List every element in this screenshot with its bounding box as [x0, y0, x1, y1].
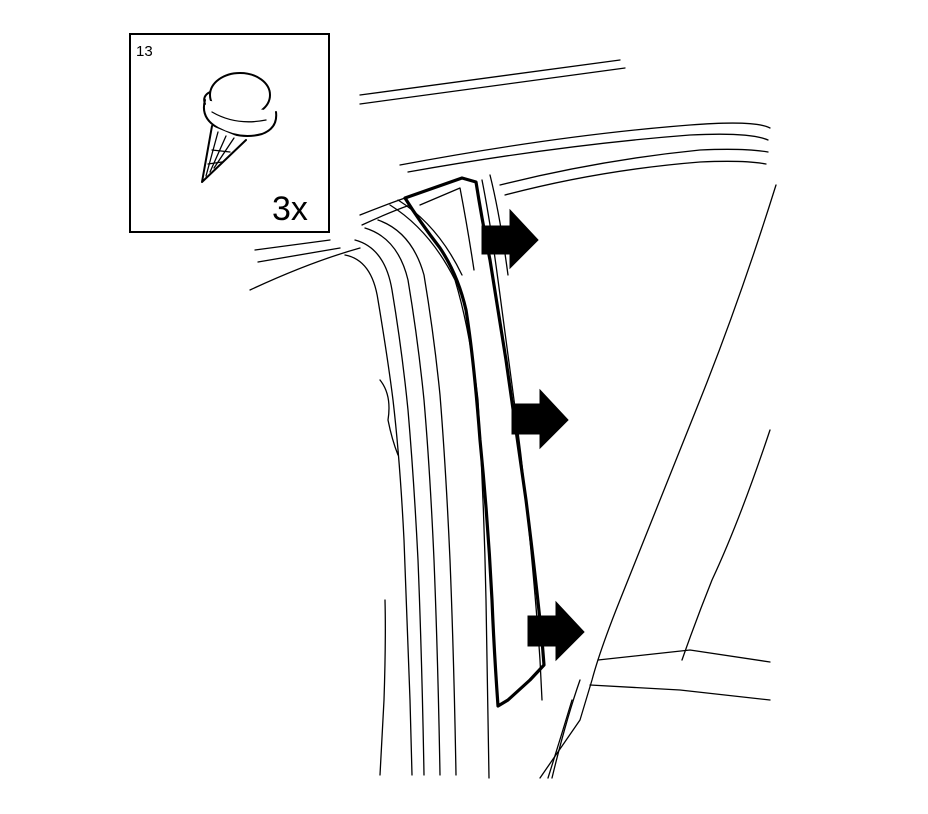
door-window-frame: [481, 174, 777, 779]
quantity-label: 3x: [272, 190, 308, 228]
reference-number: 13: [136, 43, 153, 60]
a-pillar-trim-panel: [403, 176, 546, 708]
direction-arrow-icon: [511, 388, 569, 450]
push-clip-fastener-icon: [201, 72, 278, 183]
direction-arrow-icon: [527, 600, 585, 662]
roof-rail-lines: [359, 59, 771, 196]
a-pillar-body: [344, 199, 490, 779]
windshield-edge-lines: [249, 197, 411, 291]
clip-release-arrows: [481, 208, 585, 662]
fastener-inset: 13 3x: [129, 33, 330, 233]
direction-arrow-icon: [481, 208, 539, 270]
